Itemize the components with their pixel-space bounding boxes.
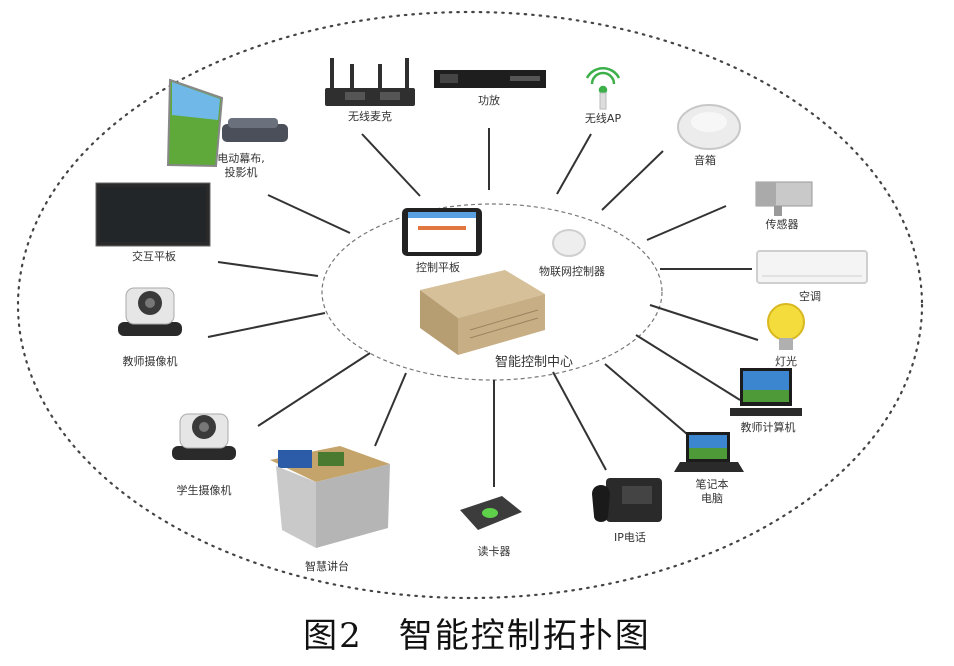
line-laptop — [604, 363, 688, 435]
diagram-canvas — [16, 10, 924, 600]
control-tablet-icon — [402, 208, 482, 256]
center-label: 智能控制中心 — [494, 355, 574, 370]
wireless-ap-label: 无线AP — [584, 112, 622, 125]
line-light — [649, 304, 759, 341]
line-panel — [217, 261, 319, 277]
line-sensor — [646, 205, 727, 241]
line-phone — [552, 371, 607, 471]
teacher-camera-label: 教师摄像机 — [122, 355, 178, 368]
line-podium — [374, 372, 407, 447]
line-mic — [361, 133, 421, 197]
teacher-camera-icon — [118, 287, 182, 336]
card-reader-icon — [460, 496, 522, 530]
laptop-label: 笔记本 电脑 — [695, 478, 729, 505]
outer-boundary — [16, 10, 924, 600]
light-label: 灯光 — [775, 355, 797, 368]
line-student-cam — [257, 352, 371, 427]
central-controller-icon — [420, 270, 545, 355]
line-teacher-cam — [207, 312, 326, 338]
amplifier-icon — [434, 70, 546, 88]
smart-podium-label: 智慧讲台 — [305, 560, 349, 573]
topology-diagram: 控制平板 物联网控制器 智能控制中心 电动幕布, 投影机 无线麦克 功放 无线A… — [16, 10, 924, 600]
interactive-panel-icon — [95, 182, 211, 247]
screen-projector-label: 电动幕布, 投影机 — [217, 152, 265, 179]
wireless-mic-label: 无线麦克 — [348, 110, 392, 123]
speaker-label: 音箱 — [694, 154, 716, 167]
inner-boundary — [321, 203, 663, 381]
iot-controller-label: 物联网控制器 — [539, 265, 605, 278]
air-conditioner-label: 空调 — [799, 290, 821, 303]
wireless-ap-icon — [585, 67, 621, 110]
student-camera-label: 学生摄像机 — [176, 484, 232, 497]
wireless-mic-icon — [325, 58, 415, 106]
laptop-icon — [674, 432, 744, 472]
speaker-icon — [677, 104, 741, 150]
ip-phone-label: IP电话 — [614, 531, 646, 544]
iot-controller-icon — [552, 229, 586, 257]
line-teacher-pc — [635, 334, 741, 401]
screen-projector-icon — [166, 78, 288, 168]
student-camera-icon — [172, 413, 236, 460]
amplifier-label: 功放 — [478, 94, 500, 107]
figure-caption: 图2 智能控制拓扑图 — [303, 616, 651, 656]
line-ap — [556, 133, 592, 195]
tablet-label: 控制平板 — [416, 261, 460, 274]
air-conditioner-icon — [756, 250, 868, 284]
card-reader-label: 读卡器 — [477, 545, 511, 558]
light-bulb-icon — [767, 303, 805, 350]
sensor-label: 传感器 — [765, 218, 799, 231]
teacher-computer-label: 教师计算机 — [740, 421, 796, 434]
line-screen — [267, 194, 351, 234]
teacher-computer-icon — [730, 368, 802, 416]
ip-phone-icon — [592, 478, 662, 522]
line-speaker — [601, 150, 664, 211]
smart-podium-icon — [270, 446, 390, 548]
sensor-icon — [755, 181, 813, 216]
connection-lines — [207, 128, 759, 487]
interactive-panel-label: 交互平板 — [132, 250, 176, 263]
